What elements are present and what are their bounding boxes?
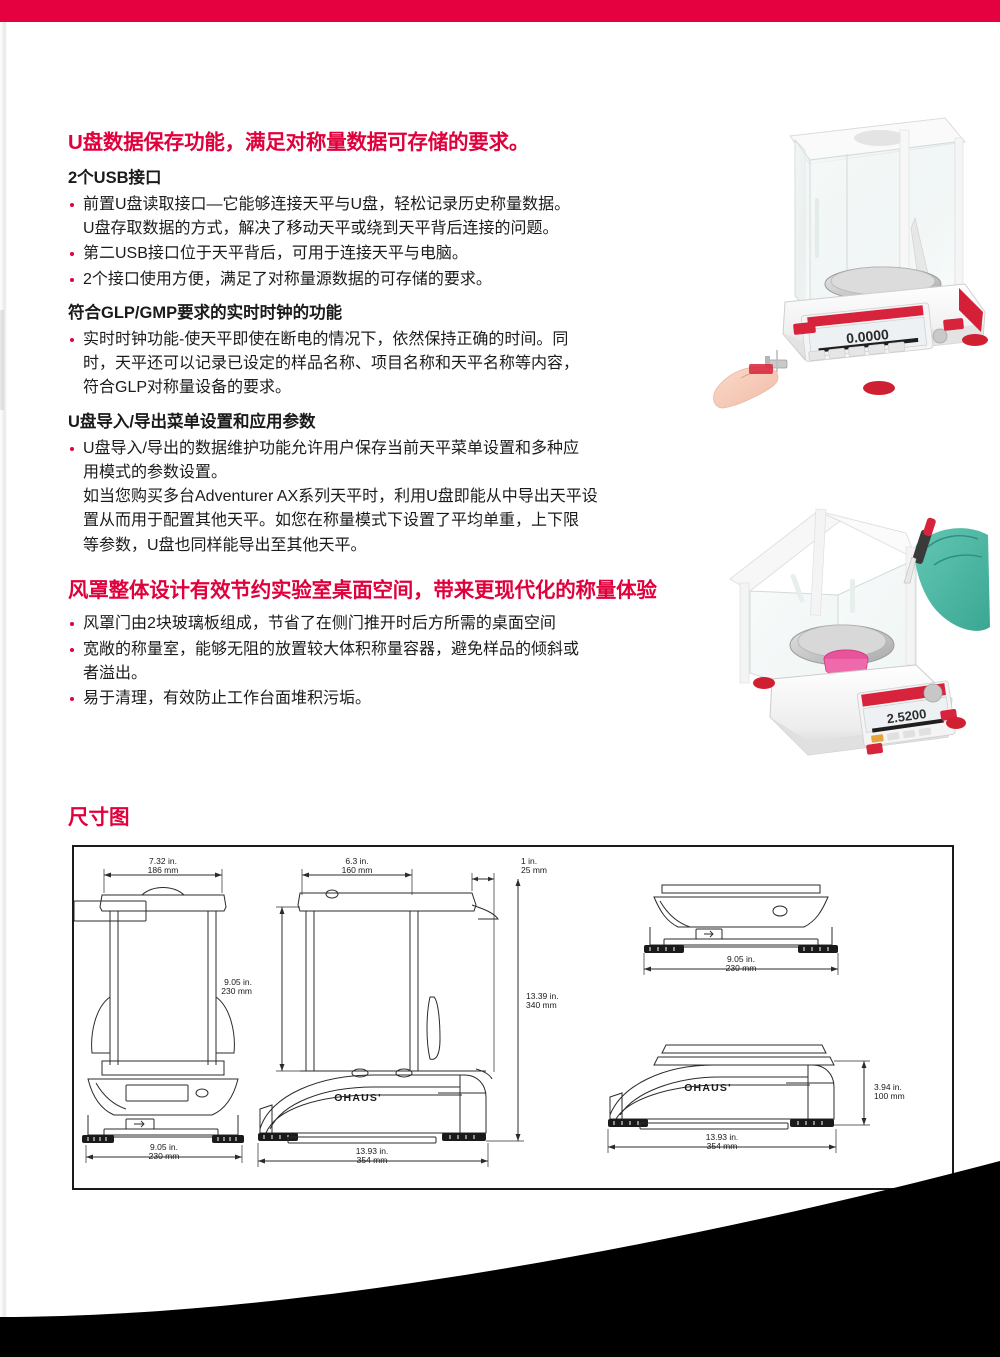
bullet-list-draft-shield: 风罩门由2块玻璃板组成，节省了在侧门推开时后方所需的桌面空间 宽敞的称量室，能够… — [68, 612, 698, 711]
dim-label-side-top-inch: 6.3 in. — [345, 856, 368, 866]
bullet-line: 符合GLP对称量设备的要求。 — [83, 379, 292, 397]
content-column: U盘数据保存功能，满足对称量数据可存储的要求。 2个USB接口 前置U盘读取接口… — [68, 128, 698, 713]
bullet-line: 实时时钟功能-使天平即使在断电的情况下，依然保持正确的时间。同 — [83, 330, 569, 348]
bullet-list-usb-ports: 前置U盘读取接口—它能够连接天平与U盘，轻松记录历史称量数据。 U盘存取数据的方… — [68, 193, 698, 292]
bullet-line: 前置U盘读取接口—它能够连接天平与U盘，轻松记录历史称量数据。 — [83, 195, 571, 213]
dim-label-rear-bottom-inch: 9.05 in. — [727, 954, 755, 964]
bullet-line: 等参数，U盘也同样能导出至其他天平。 — [83, 536, 367, 554]
bullet-line: 时，天平还可以记录已设定的样品名称、项目名称和天平名称等内容， — [83, 355, 580, 373]
list-item: 宽敞的称量室，能够无阻的放置较大体积称量容器，避免样品的倾斜或 者溢出。 — [68, 638, 698, 687]
dim-label-side-right-mm: 340 mm — [526, 1000, 557, 1010]
dim-label-side-left-inch: 9.05 in. — [224, 977, 252, 987]
dim-label-rear-bottom-mm: 230 mm — [726, 963, 757, 973]
front-view-drawing — [82, 869, 244, 1163]
bullet-line: 如当您购买多台Adventurer AX系列天平时，利用U盘即能从中导出天平设 — [83, 488, 598, 506]
side-view-drawing: OHAUS' — [257, 869, 524, 1167]
dim-label-front-top-mm: 186 mm — [148, 865, 179, 875]
subheading-usb-ports: 2个USB接口 — [68, 169, 162, 188]
side-profile-view-drawing: OHAUS' — [607, 1044, 870, 1153]
page-fold-shadow — [0, 22, 7, 1357]
ohaus-wordmark-side: OHAUS' — [334, 1092, 382, 1104]
bullet-line: 置从而用于配置其他天平。如您在称量模式下设置了平均单重，上下限 — [83, 512, 580, 530]
balance-display-value-bottom: 2.5200 — [886, 706, 927, 726]
subheading-usb-import-export: U盘导入/导出菜单设置和应用参数 — [68, 412, 316, 431]
bullet-line: 易于清理，有效防止工作台面堆积污垢。 — [83, 690, 372, 708]
list-item: 易于清理，有效防止工作台面堆积污垢。 — [68, 687, 698, 711]
list-item: 第二USB接口位于天平背后，可用于连接天平与电脑。 — [68, 242, 698, 266]
section-heading-draft-shield: 风罩整体设计有效节约实验室桌面空间，带来更现代化的称量体验 — [68, 579, 657, 603]
ohaus-wordmark-profile: OHAUS' — [684, 1082, 732, 1094]
balance-display-value-top: 0.0000 — [845, 326, 889, 346]
bullet-line: 者溢出。 — [83, 664, 148, 682]
dim-label-front-bottom-inch: 9.05 in. — [150, 1142, 178, 1152]
list-item: U盘导入/导出的数据维护功能允许用户保存当前天平菜单设置和多种应 用模式的参数设… — [68, 437, 698, 559]
dim-label-front-bottom-mm: 230 mm — [149, 1151, 180, 1161]
list-item: 实时时钟功能-使天平即使在断电的情况下，依然保持正确的时间。同 时，天平还可以记… — [68, 328, 698, 401]
bullet-list-glp-gmp-clock: 实时时钟功能-使天平即使在断电的情况下，依然保持正确的时间。同 时，天平还可以记… — [68, 328, 698, 401]
dim-label-side-topright-inch: 1 in. — [521, 856, 537, 866]
dim-label-profile-bottom-mm: 354 mm — [707, 1141, 738, 1151]
photo-balance-with-usb-drive: 0.0000 — [697, 88, 993, 418]
dimension-drawing-panel: OHAUS' — [72, 845, 954, 1190]
dim-label-side-right-inch: 13.39 in. — [526, 991, 559, 1001]
top-accent-band — [0, 0, 1000, 22]
bullet-line: 用模式的参数设置。 — [83, 463, 228, 481]
bullet-line: 第二USB接口位于天平背后，可用于连接天平与电脑。 — [83, 245, 468, 263]
bullet-line: U盘存取数据的方式，解决了移动天平或绕到天平背后连接的问题。 — [83, 220, 559, 238]
bullet-line: 风罩门由2块玻璃板组成，节省了在侧门推开时后方所需的桌面空间 — [83, 615, 556, 633]
list-item: 风罩门由2块玻璃板组成，节省了在侧门推开时后方所需的桌面空间 — [68, 612, 698, 636]
bullet-list-usb-import-export: U盘导入/导出的数据维护功能允许用户保存当前天平菜单设置和多种应 用模式的参数设… — [68, 437, 698, 559]
rear-view-drawing — [74, 884, 839, 975]
dim-label-side-left-mm: 230 mm — [221, 986, 252, 996]
bullet-line: 宽敞的称量室，能够无阻的放置较大体积称量容器，避免样品的倾斜或 — [83, 640, 580, 658]
section-heading-usb: U盘数据保存功能，满足对称量数据可存储的要求。 — [68, 131, 530, 154]
dim-label-profile-right-inch: 3.94 in. — [874, 1082, 902, 1092]
bullet-line: U盘导入/导出的数据维护功能允许用户保存当前天平菜单设置和多种应 — [83, 439, 580, 457]
subheading-glp-gmp-clock: 符合GLP/GMP要求的实时时钟的功能 — [68, 304, 343, 323]
dim-label-profile-right-mm: 100 mm — [874, 1091, 905, 1101]
bullet-line: 2个接口使用方便，满足了对称量源数据的可存储的要求。 — [83, 270, 492, 288]
dim-label-side-topright-mm: 25 mm — [521, 865, 547, 875]
list-item: 2个接口使用方便，满足了对称量源数据的可存储的要求。 — [68, 268, 698, 292]
dimension-drawing-title: 尺寸图 — [68, 806, 130, 829]
dim-label-front-top-inch: 7.32 in. — [149, 856, 177, 866]
photo-balance-with-pipette-sample: 2.5200 — [690, 487, 990, 787]
dim-label-side-top-mm: 160 mm — [342, 865, 373, 875]
pipette-icon — [903, 517, 936, 584]
dim-label-side-bottom-inch: 13.93 in. — [356, 1146, 389, 1156]
page-edge-notch — [0, 310, 6, 410]
list-item: 前置U盘读取接口—它能够连接天平与U盘，轻松记录历史称量数据。 U盘存取数据的方… — [68, 193, 698, 242]
gloved-hand — [915, 528, 990, 631]
dim-label-side-bottom-mm: 354 mm — [357, 1155, 388, 1165]
dim-label-profile-bottom-inch: 13.93 in. — [706, 1132, 739, 1142]
